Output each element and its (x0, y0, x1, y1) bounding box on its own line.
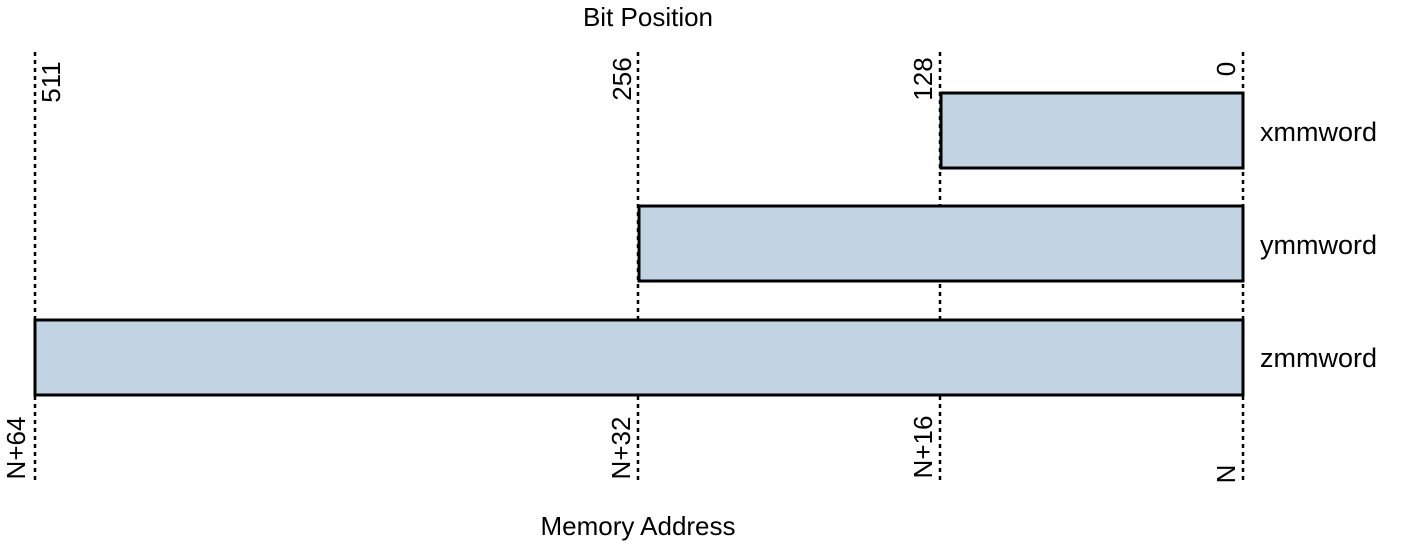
row-label-ymmword: ymmword (1260, 230, 1377, 260)
row-label-zmmword: zmmword (1260, 343, 1377, 373)
bit-label-511: 511 (36, 61, 66, 102)
bit-label-0: 0 (1211, 62, 1241, 76)
register-bars (33, 91, 1245, 397)
row-labels: xmmword ymmword zmmword (1260, 117, 1377, 373)
bit-position-labels: 511 256 128 0 (36, 57, 1241, 102)
address-label-n-plus-64: N+64 (1, 417, 31, 480)
ymmword-bar (637, 204, 1245, 283)
memory-address-title: Memory Address (540, 511, 735, 541)
bit-label-128: 128 (908, 57, 938, 100)
zmmword-bar (33, 318, 1245, 397)
address-label-n-plus-16: N+16 (908, 416, 938, 479)
bit-label-256: 256 (607, 57, 637, 100)
memory-address-labels: N+64 N+32 N+16 N (1, 416, 1241, 484)
address-label-n: N (1211, 465, 1241, 484)
bit-position-title: Bit Position (583, 2, 713, 32)
address-label-n-plus-32: N+32 (606, 417, 636, 480)
xmmword-bar (939, 91, 1245, 170)
row-label-xmmword: xmmword (1260, 117, 1377, 147)
